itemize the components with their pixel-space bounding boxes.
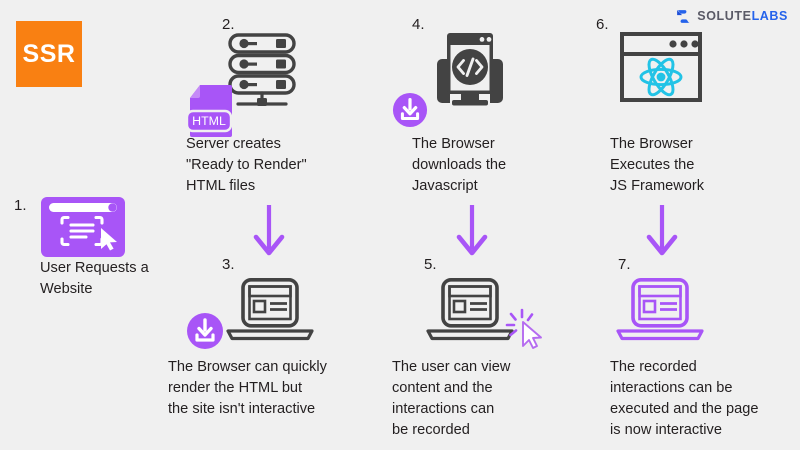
laptop-icon-step7	[614, 277, 706, 347]
monitor-code-icon	[430, 30, 510, 117]
ssr-badge-label: SSR	[22, 39, 76, 68]
step-7-number: 7.	[618, 256, 631, 273]
click-cursor-icon	[505, 308, 545, 355]
step-1-number: 1.	[14, 197, 27, 214]
step-4-number: 4.	[412, 16, 425, 33]
browser-react-icon	[620, 32, 702, 107]
step-6-number: 6.	[596, 16, 609, 33]
server-rack-icon	[228, 33, 296, 122]
step-3-caption: The Browser can quickly render the HTML …	[168, 359, 327, 417]
ssr-badge: SSR	[16, 21, 82, 87]
brand-name-part2: LABS	[751, 9, 788, 24]
step-7-caption: The recorded interactions can be execute…	[610, 359, 759, 438]
step-3-number: 3.	[222, 256, 235, 273]
browser-window-request-icon	[40, 196, 126, 263]
arrow-step4-to-step5	[455, 205, 489, 257]
step-2-number: 2.	[222, 16, 235, 33]
brand-name-part1: SOLUTE	[697, 9, 752, 24]
html-file-icon: HTML	[185, 84, 244, 143]
arrow-step6-to-step7	[645, 205, 679, 257]
brand-name: SOLUTELABS	[697, 10, 788, 23]
laptop-icon-step5	[424, 277, 516, 347]
step-6-caption: The Browser Executes the JS Framework	[610, 136, 705, 194]
arrow-step2-to-step3	[252, 205, 286, 257]
download-badge-step4	[392, 92, 428, 133]
solutelabs-mark-icon	[677, 10, 691, 23]
step-2-caption: Server creates "Ready to Render" HTML fi…	[186, 136, 307, 194]
html-file-label: HTML	[192, 114, 226, 128]
step-1-caption: User Requests a Website	[40, 260, 149, 297]
step-5-caption: The user can view content and the intera…	[392, 359, 511, 438]
brand-logo: SOLUTELABS	[675, 8, 788, 25]
step-5-number: 5.	[424, 256, 437, 273]
download-badge-step3	[186, 312, 224, 355]
step-4-caption: The Browser downloads the Javascript	[412, 136, 507, 194]
laptop-icon-step3	[224, 277, 316, 347]
